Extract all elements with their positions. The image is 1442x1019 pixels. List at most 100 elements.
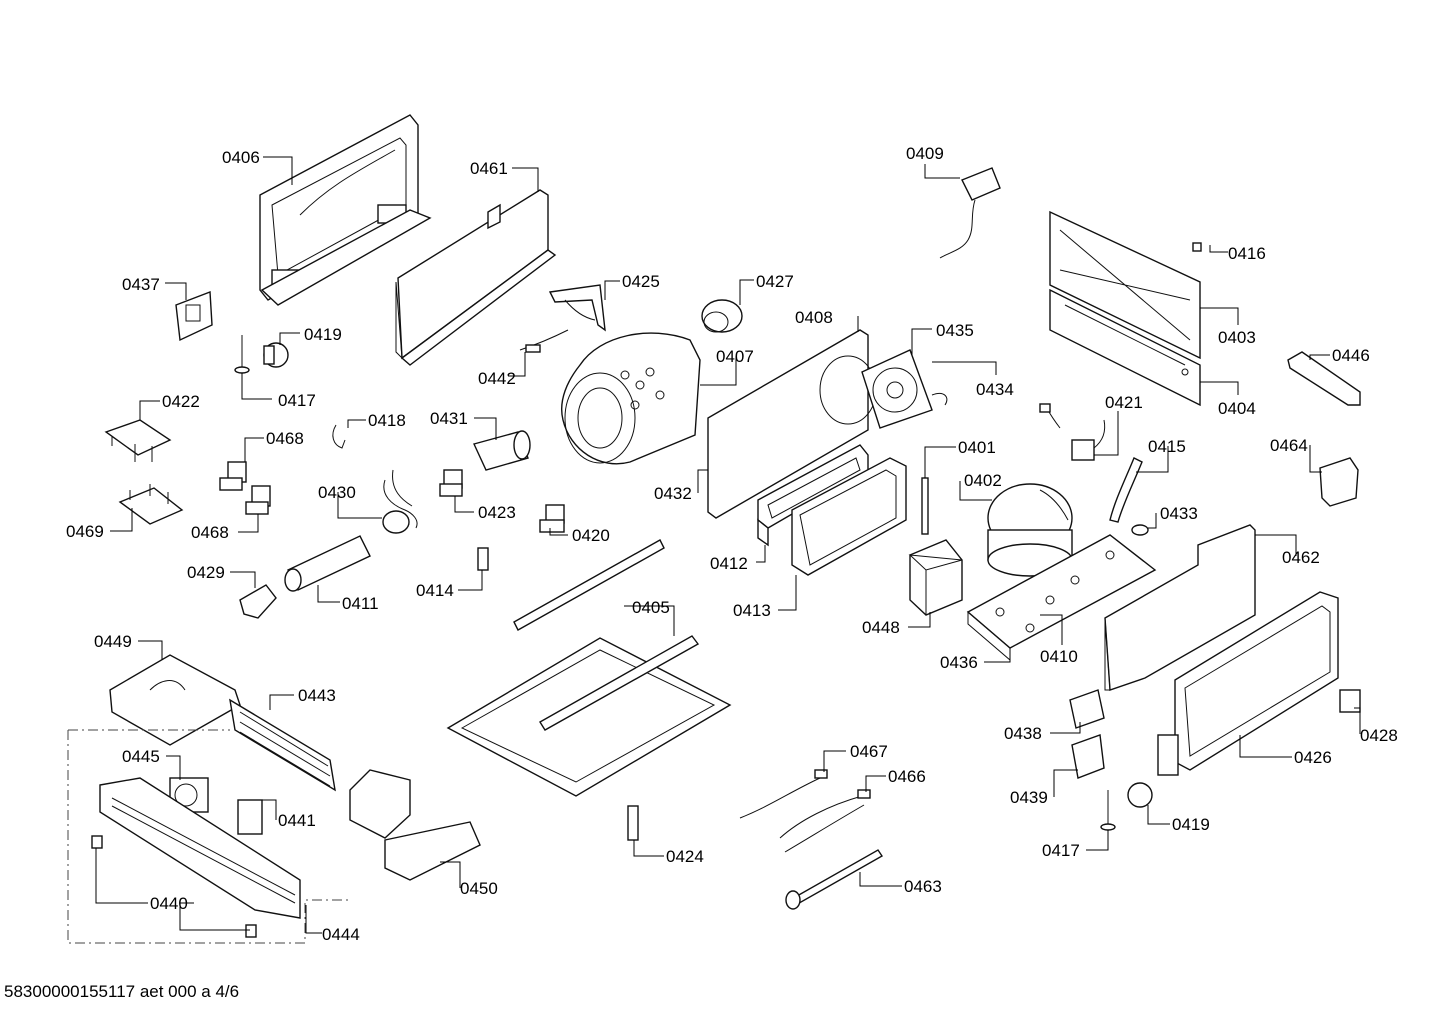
parts-drawing bbox=[67, 114, 1361, 944]
label-0406: 0406 bbox=[222, 148, 260, 167]
part-0419-knob-bottom bbox=[1127, 782, 1153, 808]
label-0426: 0426 bbox=[1294, 748, 1332, 767]
part-0411-tube bbox=[284, 535, 371, 592]
part-0467-cable bbox=[739, 769, 828, 819]
label-0413: 0413 bbox=[733, 601, 771, 620]
label-0439: 0439 bbox=[1010, 788, 1048, 807]
part-0419-knob-top bbox=[263, 342, 289, 368]
part-0450-duct bbox=[349, 769, 481, 881]
label-0466: 0466 bbox=[888, 767, 926, 786]
label-0410: 0410 bbox=[1040, 647, 1078, 666]
label-0433: 0433 bbox=[1160, 504, 1198, 523]
label-0405: 0405 bbox=[632, 598, 670, 617]
assembly-0444-boundary bbox=[67, 729, 350, 944]
leader-lines bbox=[95, 156, 1361, 934]
part-0438-bracket bbox=[1069, 689, 1105, 729]
part-0414-pin bbox=[477, 547, 489, 571]
label-0469: 0469 bbox=[66, 522, 104, 541]
part-0444-grille bbox=[99, 777, 301, 919]
part-0423-valve bbox=[439, 469, 463, 497]
label-0449: 0449 bbox=[94, 632, 132, 651]
part-0427-cap bbox=[701, 299, 743, 333]
part-0468-valve-b bbox=[245, 485, 271, 515]
part-0418-clip bbox=[332, 424, 346, 449]
part-0413-panel bbox=[791, 457, 907, 576]
label-0430: 0430 bbox=[318, 483, 356, 502]
part-0404-panel bbox=[1049, 288, 1201, 407]
label-0417-bottom: 0417 bbox=[1042, 841, 1080, 860]
label-0428: 0428 bbox=[1360, 726, 1398, 745]
part-0430-harness bbox=[382, 469, 418, 534]
label-0464: 0464 bbox=[1270, 436, 1308, 455]
part-0428-switch bbox=[1339, 689, 1361, 713]
part-0435-fan bbox=[861, 349, 948, 429]
part-0409-power-cord bbox=[939, 167, 1001, 259]
label-0403: 0403 bbox=[1218, 328, 1256, 347]
part-0466-cable bbox=[779, 789, 871, 853]
part-0433-grommet bbox=[1131, 524, 1149, 536]
part-0439-bracket bbox=[1071, 734, 1105, 779]
label-0418: 0418 bbox=[368, 411, 406, 430]
label-0446: 0446 bbox=[1332, 346, 1370, 365]
label-0440: 0440 bbox=[150, 894, 188, 913]
part-0422-clip bbox=[104, 419, 172, 462]
part-0403-panel bbox=[1049, 210, 1202, 360]
label-0419-top: 0419 bbox=[304, 325, 342, 344]
part-0440-pad-b bbox=[245, 924, 257, 938]
label-0420: 0420 bbox=[572, 526, 610, 545]
label-0448: 0448 bbox=[862, 618, 900, 637]
label-0444: 0444 bbox=[322, 925, 360, 944]
part-0401-drier bbox=[921, 477, 929, 535]
part-0432-panel bbox=[707, 418, 717, 519]
label-0424: 0424 bbox=[666, 847, 704, 866]
label-0402: 0402 bbox=[964, 471, 1002, 490]
label-0421: 0421 bbox=[1105, 393, 1143, 412]
label-0415: 0415 bbox=[1148, 437, 1186, 456]
document-footer: 58300000155117 aet 000 a 4/6 bbox=[4, 982, 239, 1001]
label-0414: 0414 bbox=[416, 581, 454, 600]
label-0438: 0438 bbox=[1004, 724, 1042, 743]
label-0416: 0416 bbox=[1228, 244, 1266, 263]
label-0412: 0412 bbox=[710, 554, 748, 573]
part-0448-box bbox=[908, 539, 963, 616]
label-0442: 0442 bbox=[478, 369, 516, 388]
label-0434: 0434 bbox=[976, 380, 1014, 399]
label-0419-bottom: 0419 bbox=[1172, 815, 1210, 834]
label-0462: 0462 bbox=[1282, 548, 1320, 567]
label-0422: 0422 bbox=[162, 392, 200, 411]
label-0432: 0432 bbox=[654, 484, 692, 503]
part-0431-cylinder bbox=[473, 430, 531, 471]
part-0440-pad-a bbox=[91, 835, 103, 849]
label-0436: 0436 bbox=[940, 653, 978, 672]
label-0404: 0404 bbox=[1218, 399, 1256, 418]
part-0461-panel bbox=[395, 189, 557, 366]
part-0425-bracket bbox=[548, 284, 606, 332]
label-0435: 0435 bbox=[936, 321, 974, 340]
part-0424-connector bbox=[627, 805, 639, 841]
part-0469-clip bbox=[118, 484, 184, 525]
label-0425: 0425 bbox=[622, 272, 660, 291]
part-0463-cable bbox=[785, 849, 883, 910]
label-0401: 0401 bbox=[958, 438, 996, 457]
label-0409: 0409 bbox=[906, 144, 944, 163]
part-0426-module bbox=[1157, 591, 1339, 776]
part-0421-relay bbox=[1039, 403, 1106, 461]
part-0415-hose bbox=[1109, 457, 1143, 523]
part-0449-duct bbox=[109, 654, 241, 746]
label-0429: 0429 bbox=[187, 563, 225, 582]
part-0468-valve-a bbox=[219, 461, 247, 491]
part-0437-bracket bbox=[175, 291, 213, 342]
label-0431: 0431 bbox=[430, 409, 468, 428]
label-0411: 0411 bbox=[342, 594, 379, 613]
label-0423: 0423 bbox=[478, 503, 516, 522]
part-0441-clip bbox=[237, 799, 263, 835]
part-0429-knob bbox=[239, 584, 277, 619]
label-0467: 0467 bbox=[850, 742, 888, 761]
part-0417-screw-top bbox=[234, 335, 250, 374]
label-0407: 0407 bbox=[716, 347, 754, 366]
part-0405-frame bbox=[446, 539, 732, 797]
part-0420-valve bbox=[539, 504, 565, 533]
part-0462-panel bbox=[1104, 524, 1256, 691]
part-0443-grille bbox=[229, 698, 336, 792]
